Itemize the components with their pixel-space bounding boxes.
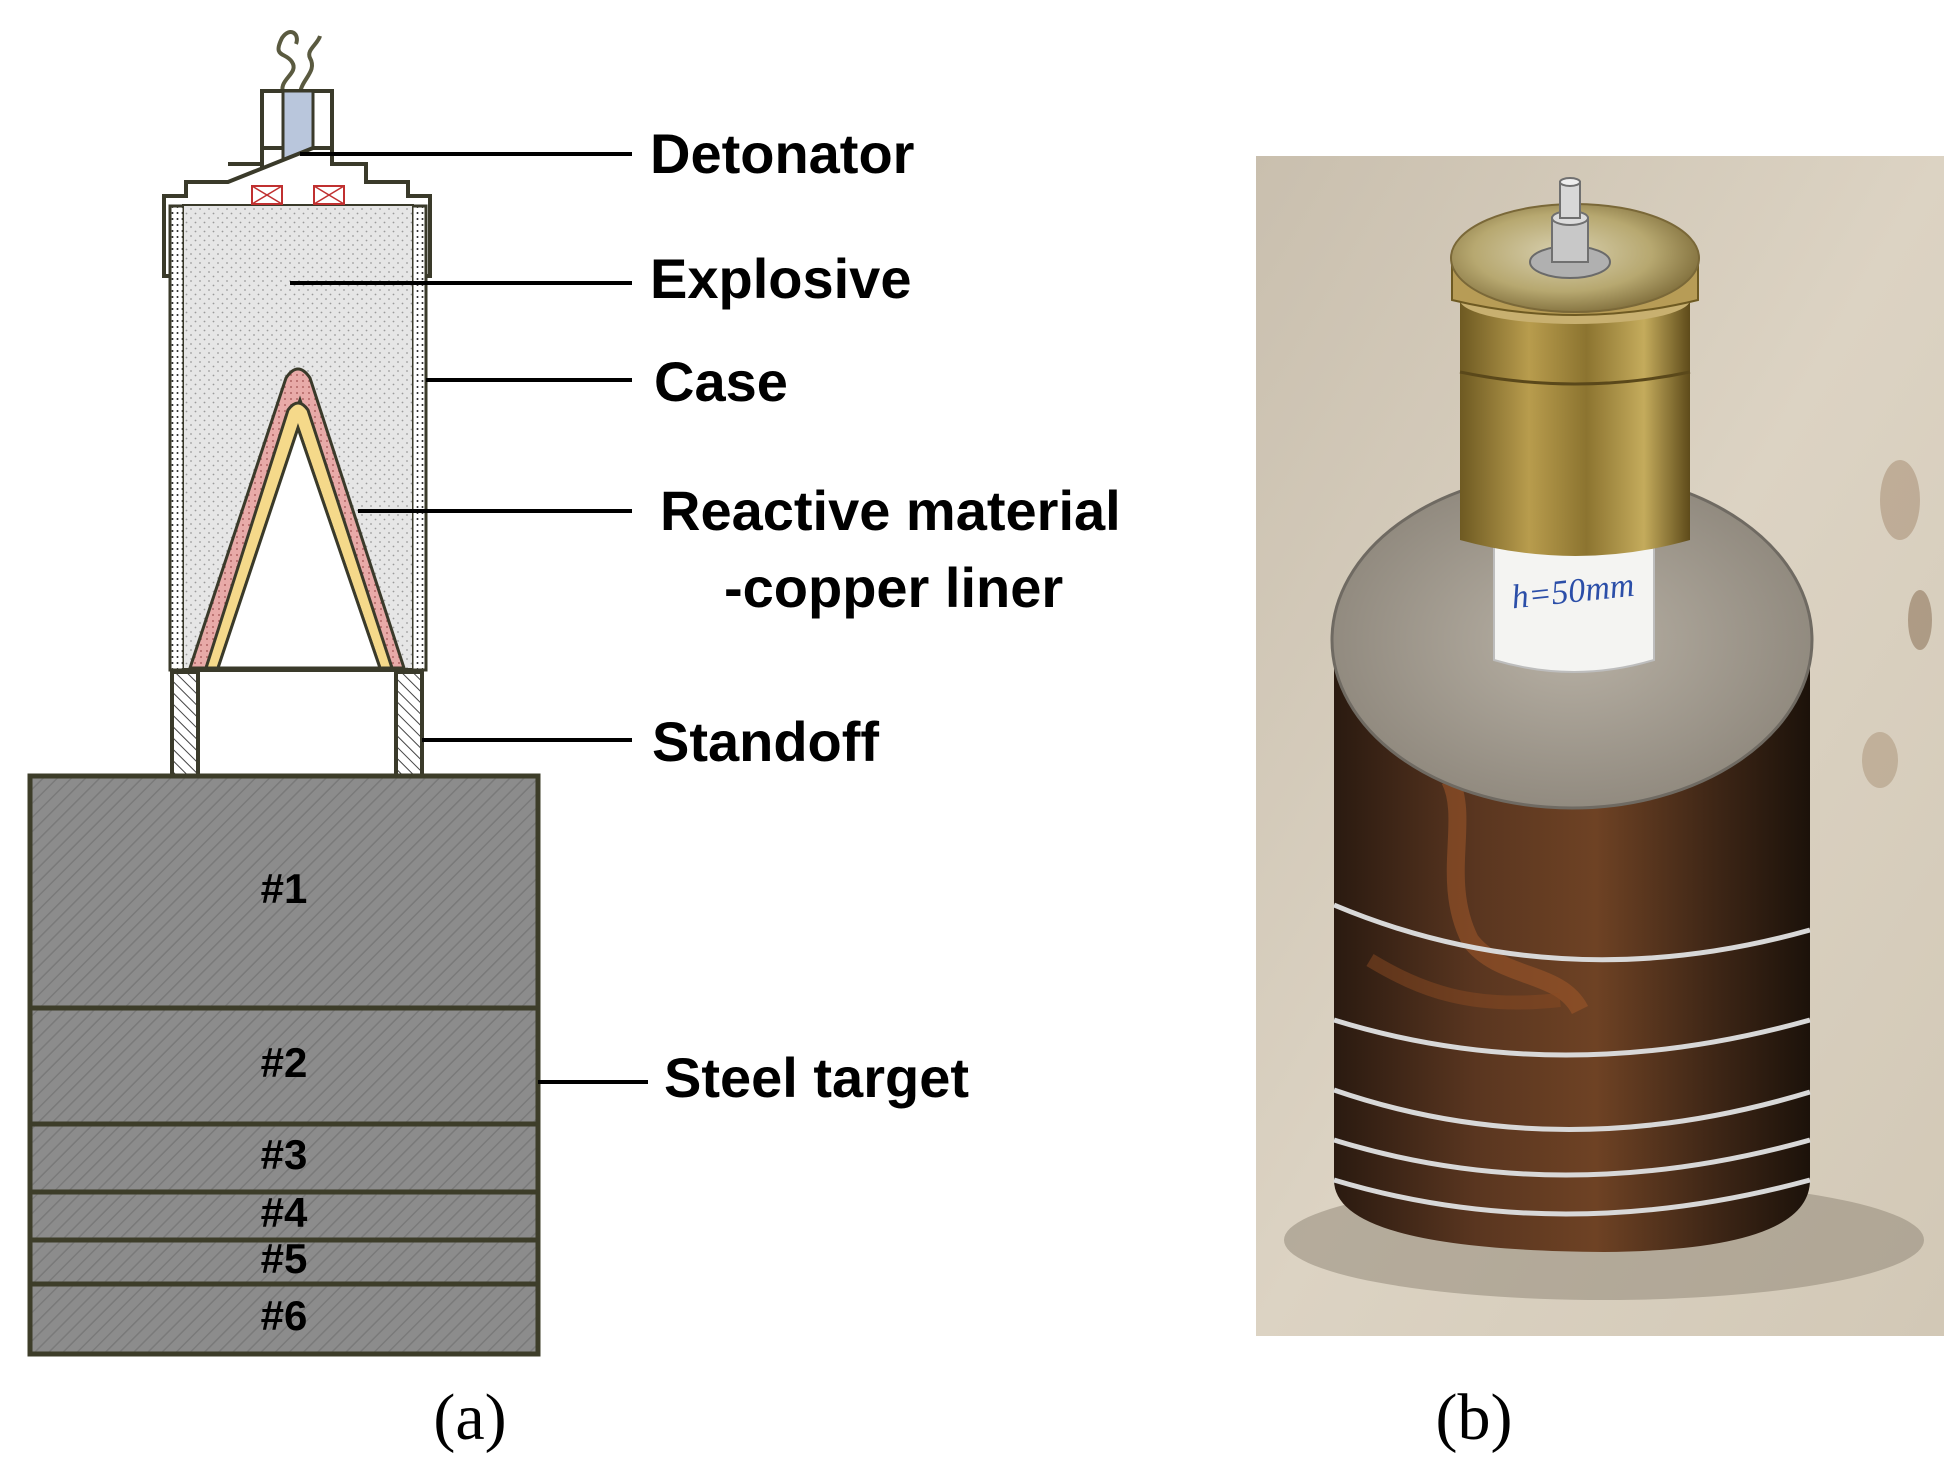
label-standoff: Standoff	[652, 710, 879, 773]
detonator-wire	[276, 30, 322, 96]
case-wall-right	[410, 204, 428, 672]
plate-1	[27, 773, 541, 1011]
panel-b-photo: h=50mm (b)	[1256, 156, 1944, 1454]
label-case: Case	[654, 350, 788, 413]
plate-label-3: #3	[261, 1131, 308, 1178]
label-liner-line1: Reactive material	[660, 479, 1121, 542]
caption-b: (b)	[1436, 1381, 1513, 1454]
panel-a-schematic: #1 #2 #3 #4 #5 #6 Detonator Explosive Ca…	[27, 30, 1121, 1454]
photo-plate-seams	[1333, 902, 1811, 1217]
caption-a: (a)	[433, 1381, 506, 1454]
standoff-left	[170, 670, 200, 780]
plate-label-2: #2	[261, 1039, 308, 1086]
photo-detonator	[1559, 181, 1581, 219]
label-detonator: Detonator	[650, 122, 914, 185]
plate-2	[27, 1005, 541, 1127]
label-steel-target: Steel target	[664, 1046, 969, 1109]
label-liner-line2: -copper liner	[724, 556, 1063, 619]
plate-label-6: #6	[261, 1292, 308, 1339]
case-wall-left	[168, 204, 186, 672]
standoff-right	[394, 670, 424, 780]
plate-4	[27, 1189, 541, 1243]
plate-3	[27, 1121, 541, 1195]
steel-target	[27, 773, 541, 1357]
label-explosive: Explosive	[650, 247, 911, 310]
leader-lines	[290, 152, 648, 1084]
plate-label-4: #4	[261, 1189, 308, 1236]
photo-standoff-tube	[1493, 539, 1655, 673]
plate-label-1: #1	[261, 865, 308, 912]
photo-brass-case	[1460, 300, 1690, 556]
plate-label-5: #5	[261, 1235, 308, 1282]
plate-6	[27, 1281, 541, 1357]
